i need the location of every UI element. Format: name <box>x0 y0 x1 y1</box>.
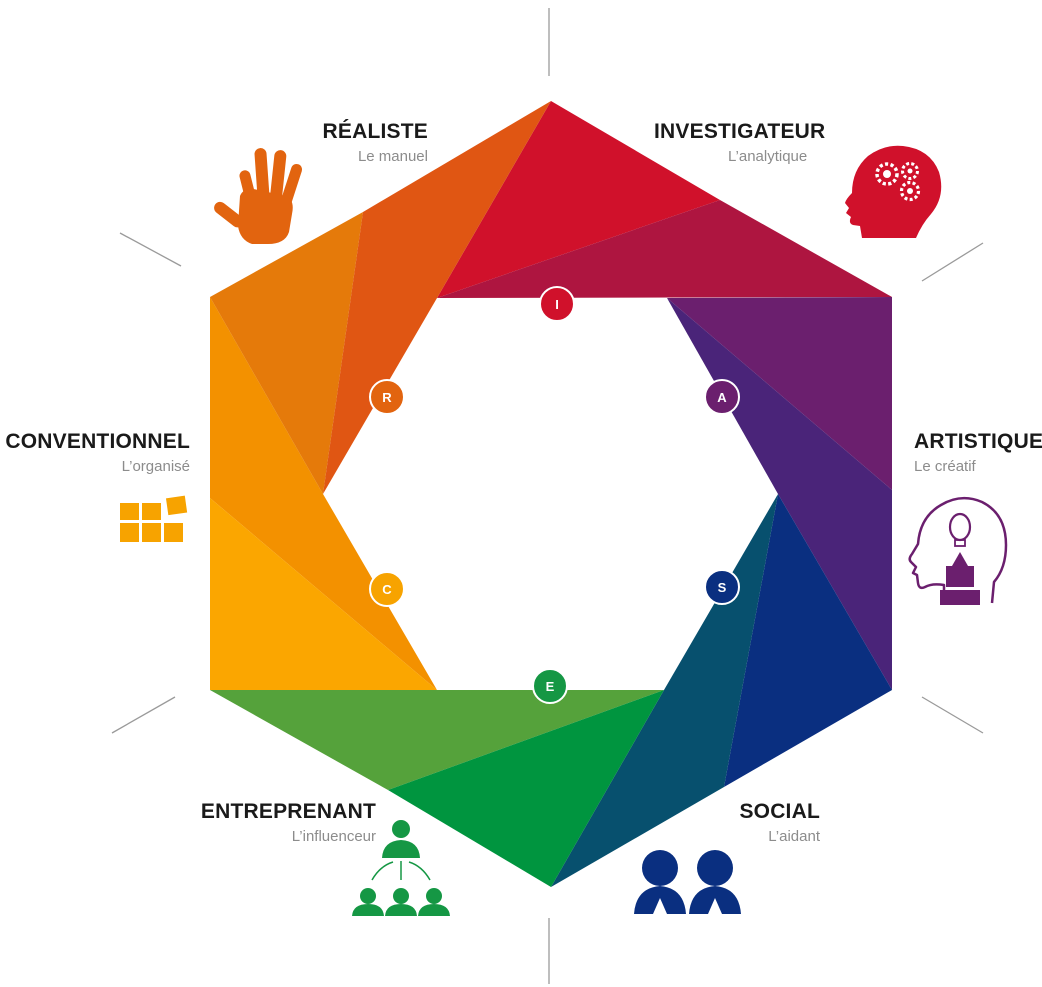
label-investigateur-subtitle: L’analytique <box>728 148 808 165</box>
segment-entreprenant <box>210 690 664 887</box>
label-social-subtitle: L’aidant <box>768 828 820 845</box>
segment-conventionnel-light <box>210 498 437 690</box>
label-entreprenant-title: ENTREPRENANT <box>200 800 376 823</box>
segment-entreprenant-light <box>210 690 664 790</box>
letter-badge-r: R <box>369 379 405 415</box>
label-entreprenant: ENTREPRENANT L’influenceur <box>190 800 376 845</box>
label-realiste-subtitle: Le manuel <box>357 148 428 165</box>
letter-i-text: I <box>555 297 559 312</box>
label-entreprenant-subtitle: L’influenceur <box>291 828 376 845</box>
separator-line-upper-left <box>119 232 182 267</box>
label-artistique: ARTISTIQUE Le créatif <box>914 430 1042 475</box>
segment-realiste-light <box>210 212 363 494</box>
label-realiste: RÉALISTE Le manuel <box>290 120 428 165</box>
letter-badge-e: E <box>532 668 568 704</box>
letter-badge-c: C <box>369 571 405 607</box>
letter-s-text: S <box>718 580 727 595</box>
label-investigateur-title: INVESTIGATEUR <box>654 120 826 143</box>
head-gears-icon <box>845 145 942 238</box>
letter-badge-i: I <box>539 286 575 322</box>
two-people-icon <box>634 850 741 914</box>
label-social: SOCIAL L’aidant <box>700 800 820 845</box>
separator-line-lower-left <box>111 696 176 734</box>
segment-investigateur-dark <box>437 200 892 298</box>
label-artistique-subtitle: Le créatif <box>914 458 976 475</box>
letter-e-text: E <box>546 679 555 694</box>
label-conventionnel-subtitle: L’organisé <box>121 458 190 475</box>
label-conventionnel-title: CONVENTIONNEL <box>5 430 190 453</box>
letter-badges: I A S E C R <box>369 286 740 704</box>
separator-line-lower-right <box>921 696 984 734</box>
segment-entreprenant-dark <box>388 690 664 887</box>
segment-investigateur-light <box>437 101 720 298</box>
head-lightbulb-pencil-icon <box>908 496 1008 605</box>
segment-social-light <box>724 494 892 787</box>
letter-r-text: R <box>382 390 392 405</box>
separator-lines <box>111 8 984 984</box>
segment-artistique-light <box>667 297 892 490</box>
segment-conventionnel <box>210 297 437 690</box>
label-social-title: SOCIAL <box>739 800 820 823</box>
label-investigateur: INVESTIGATEUR L’analytique <box>654 120 825 165</box>
letter-c-text: C <box>382 582 392 597</box>
label-realiste-title: RÉALISTE <box>322 120 428 143</box>
segment-investigateur <box>437 101 892 298</box>
blocks-grid-icon <box>120 495 188 542</box>
letter-badge-s: S <box>704 569 740 605</box>
letter-badge-a: A <box>704 379 740 415</box>
letter-a-text: A <box>717 390 727 405</box>
org-chart-people-icon <box>352 820 450 916</box>
label-artistique-title: ARTISTIQUE <box>914 430 1042 453</box>
separator-line-upper-right <box>921 242 984 282</box>
hand-icon <box>214 148 303 244</box>
segment-conventionnel-dark <box>210 297 437 690</box>
label-conventionnel: CONVENTIONNEL L’organisé <box>4 430 190 475</box>
